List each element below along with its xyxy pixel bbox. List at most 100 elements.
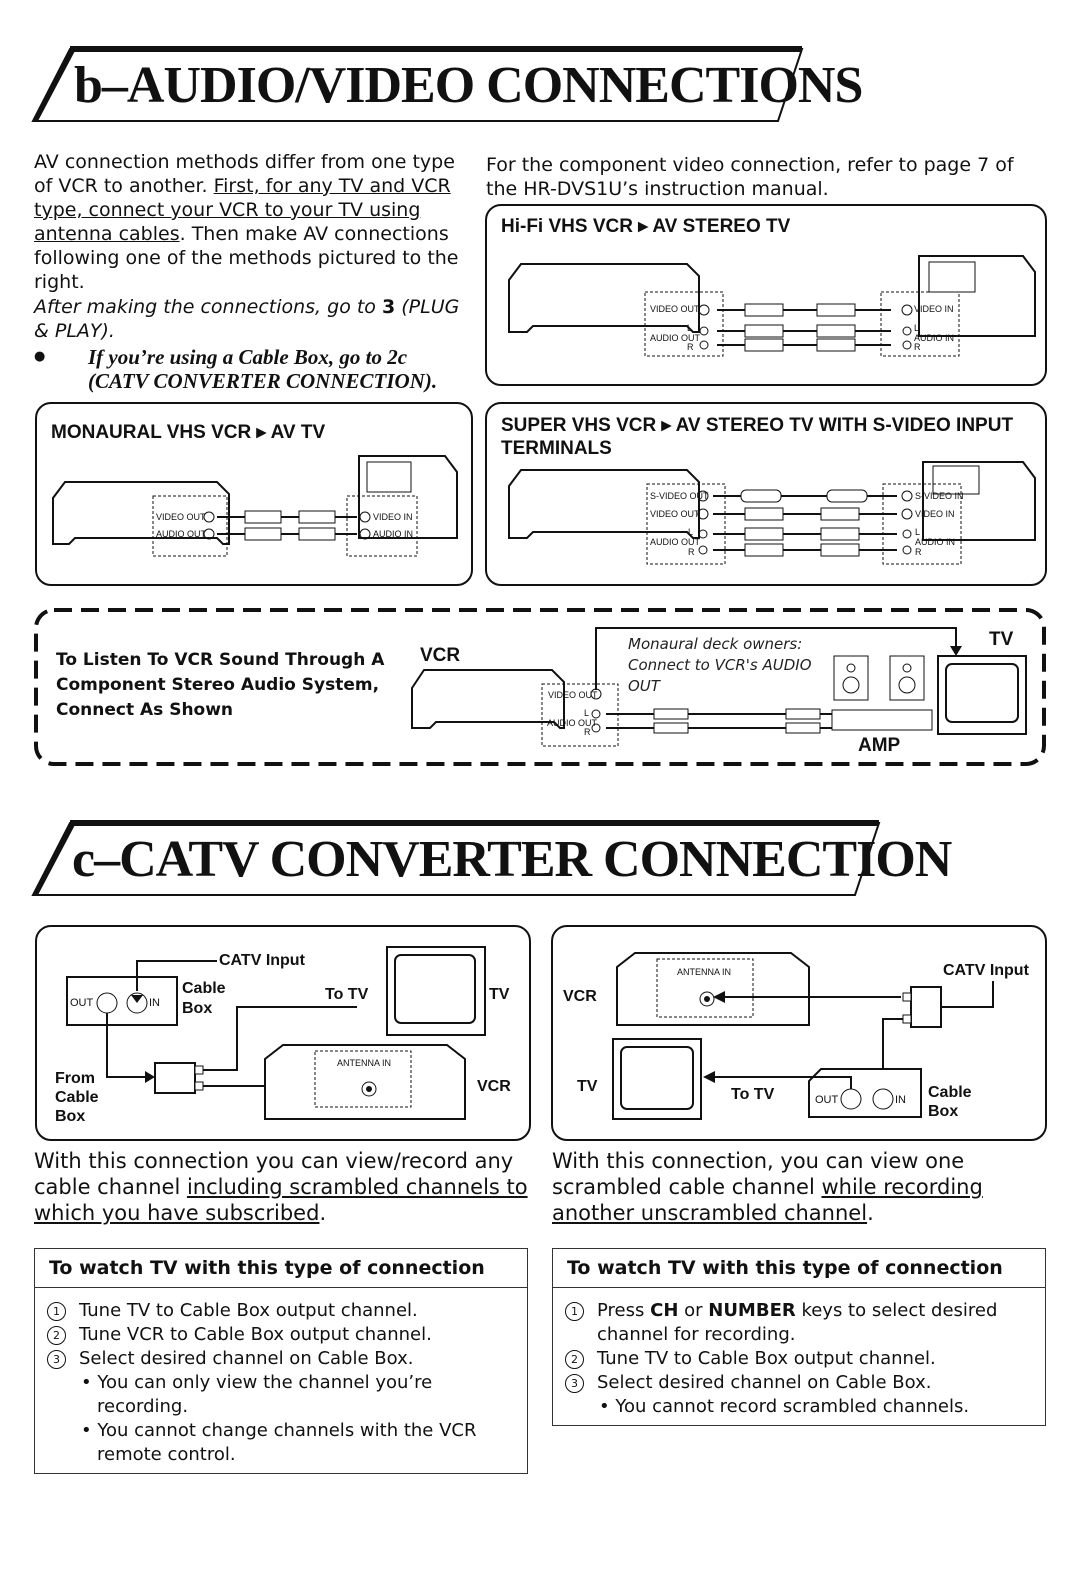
r-label: R: [687, 342, 694, 352]
mono-title-b: AV TV: [270, 422, 326, 443]
r-label: R: [584, 727, 591, 737]
number-key-label: NUMBER: [708, 1300, 796, 1321]
after-step-number: 3: [381, 296, 396, 318]
in-label: IN: [149, 997, 160, 1009]
super-panel: SUPER VHS VCR ▸ AV STEREO TV WITH S-VIDE…: [485, 402, 1047, 586]
cable-box-note-text: If you’re using a Cable Box, go to 2c (C…: [88, 345, 438, 393]
step-number: 2: [47, 1326, 66, 1345]
step-number: 1: [47, 1302, 66, 1321]
antenna-in-label: ANTENNA IN: [677, 967, 732, 977]
right-desc-part-1: With this connection, you can view one s…: [552, 1149, 965, 1199]
arrow-icon: ▸: [638, 216, 648, 237]
l-label: L: [584, 708, 590, 718]
intro-text: AV connection methods differ from one ty…: [34, 150, 459, 294]
listen-note: Monaural deck owners: Connect to VCR's A…: [628, 635, 812, 695]
arrow-icon: ▸: [256, 422, 267, 443]
r-label: R: [688, 547, 695, 557]
left-watch-box: To watch TV with this type of connection…: [34, 1248, 528, 1474]
catv-input-label: CATV Input: [943, 962, 1029, 979]
step-number: 3: [565, 1374, 584, 1393]
right-desc-part-2: .: [867, 1201, 874, 1225]
mono-title-a: MONAURAL VHS VCR: [51, 422, 252, 443]
section-c-title: c–CATV CONVERTER CONNECTION: [72, 831, 952, 888]
listen-tv-label: TV: [989, 629, 1014, 650]
right-desc-underline: while recording another unscrambled chan…: [552, 1175, 983, 1225]
step-number: 2: [565, 1350, 584, 1369]
cable-label: Cable: [182, 980, 226, 997]
bullet-item: • You can only view the channel you’re r…: [81, 1372, 433, 1417]
hifi-diagram: [508, 255, 1036, 357]
catv-left-desc: With this connection you can view/record…: [34, 1148, 529, 1226]
out-label: OUT: [70, 997, 94, 1009]
step-text: Select desired channel on Cable Box.: [79, 1348, 414, 1369]
from-cable-label: Cable: [55, 1089, 99, 1106]
step-item: 3 Select desired channel on Cable Box.: [35, 1347, 515, 1371]
hifi-title-a: Hi-Fi VHS VCR: [501, 216, 633, 237]
svideo-out-label: S-VIDEO OUT: [650, 491, 709, 501]
hifi-panel-title: Hi-Fi VHS VCR ▸ AV STEREO TV: [501, 215, 790, 238]
mono-panel: MONAURAL VHS VCR ▸ AV TV VIDEO OUT AUDIO…: [35, 402, 473, 586]
audio-out-label: AUDIO OUT: [547, 718, 598, 728]
tv-label: TV: [489, 986, 510, 1003]
catv-right-diagram: [612, 952, 994, 1120]
section-c-banner: c–CATV CONVERTER CONNECTION: [30, 820, 952, 898]
step-number: 1: [565, 1302, 584, 1321]
step-number: 3: [47, 1350, 66, 1369]
video-out-label: VIDEO OUT: [650, 509, 700, 519]
hifi-title-b: AV STEREO TV: [652, 216, 791, 237]
from-label: From: [55, 1070, 95, 1087]
listen-amp-label: AMP: [858, 735, 901, 756]
section-b-title: b–AUDIO/VIDEO CONNECTIONS: [74, 57, 863, 114]
cable-label: Cable: [928, 1084, 972, 1101]
in-label: IN: [895, 1094, 906, 1106]
intro-part-1: AV connection methods differ from one ty…: [34, 151, 455, 197]
mono-panel-title: MONAURAL VHS VCR ▸ AV TV: [51, 421, 325, 444]
cable-box-note: ● If you’re using a Cable Box, go to 2c …: [34, 345, 454, 393]
video-in-label: VIDEO IN: [914, 304, 954, 314]
audio-in-label: AUDIO IN: [914, 333, 955, 343]
right-watch-heading: To watch TV with this type of connection: [553, 1249, 1045, 1288]
l-label: L: [915, 527, 921, 537]
l-label: L: [914, 323, 920, 333]
audio-out-label: AUDIO OUT: [156, 529, 207, 539]
section-b-banner: b–AUDIO/VIDEO CONNECTIONS: [30, 46, 863, 124]
catv-input-label: CATV Input: [219, 952, 305, 969]
video-out-label: VIDEO OUT: [156, 512, 206, 522]
listen-text: To Listen To VCR Sound Through A Compone…: [56, 650, 385, 720]
catv-right-desc: With this connection, you can view one s…: [552, 1148, 1042, 1226]
left-desc-underline: including scrambled channels to which yo…: [34, 1175, 528, 1225]
antenna-in-label: ANTENNA IN: [337, 1058, 392, 1068]
step-text: or: [678, 1300, 709, 1321]
hifi-panel: Hi-Fi VHS VCR ▸ AV STEREO TV VIDEO OUT L…: [485, 204, 1047, 386]
l-label: L: [687, 323, 693, 333]
step-text: keys to select desired channel for recor…: [597, 1300, 998, 1345]
svideo-in-label: S-VIDEO IN: [915, 491, 964, 501]
r-label: R: [914, 342, 921, 352]
intro-underline: First, for any TV and VCR type, connect …: [34, 175, 451, 245]
r-label: R: [915, 547, 922, 557]
after-part-2: (PLUG & PLAY).: [34, 296, 460, 342]
l-label: L: [688, 527, 694, 537]
box-label: Box: [928, 1103, 959, 1120]
arrow-icon: ▸: [661, 415, 672, 436]
catv-left-panel: CATV Input Cable Box To TV TV VCR From C…: [35, 925, 531, 1141]
listen-panel: To Listen To VCR Sound Through A Compone…: [34, 608, 1046, 766]
banner-frame: [31, 46, 804, 122]
audio-out-label: AUDIO OUT: [650, 333, 701, 343]
tv-label: TV: [577, 1078, 598, 1095]
super-title-b: AV STEREO TV WITH S-VIDEO INPUT TERMINAL…: [501, 415, 1014, 459]
bullet-dot: ●: [34, 349, 46, 364]
audio-in-label: AUDIO IN: [373, 529, 414, 539]
after-text: After making the connections, go to 3 (P…: [34, 295, 464, 343]
bullet-item: • You cannot record scrambled channels.: [599, 1396, 970, 1417]
listen-vcr-label: VCR: [420, 645, 461, 666]
video-in-label: VIDEO IN: [915, 509, 955, 519]
bullet-item: • You cannot change channels with the VC…: [81, 1420, 477, 1465]
video-in-label: VIDEO IN: [373, 512, 413, 522]
left-watch-heading: To watch TV with this type of connection: [35, 1249, 527, 1288]
intro-part-2: . Then make AV connections following one…: [34, 223, 459, 293]
